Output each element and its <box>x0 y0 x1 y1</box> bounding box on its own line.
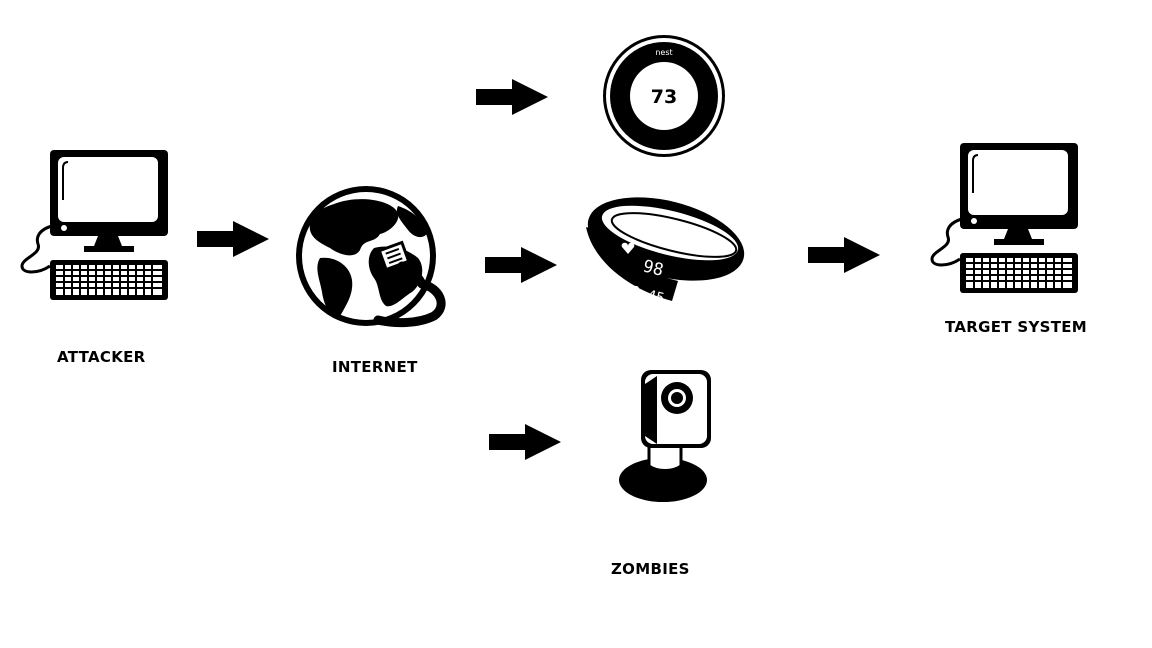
zombies-label: ZOMBIES <box>611 560 690 578</box>
internet-globe-icon <box>294 186 454 333</box>
thermostat-brand: nest <box>655 48 672 57</box>
attacker-label: ATTACKER <box>57 348 146 366</box>
arrow-right-icon <box>485 247 557 283</box>
attacker-computer-icon <box>18 150 170 302</box>
fitness-band-icon: 98 10:45 <box>582 197 752 307</box>
arrow-right-icon <box>197 221 269 257</box>
arrow-right-icon <box>476 79 548 115</box>
target-system-label: TARGET SYSTEM <box>945 318 1088 336</box>
thermostat-temperature: 73 <box>651 86 677 108</box>
target-computer-icon <box>928 143 1080 295</box>
arrow-right-icon <box>808 237 880 273</box>
arrow-right-icon <box>489 424 561 460</box>
band-heart-rate: 98 <box>641 256 666 280</box>
webcam-icon <box>617 366 717 506</box>
internet-label: INTERNET <box>332 358 418 376</box>
thermostat-icon: nest 73 <box>601 34 727 158</box>
